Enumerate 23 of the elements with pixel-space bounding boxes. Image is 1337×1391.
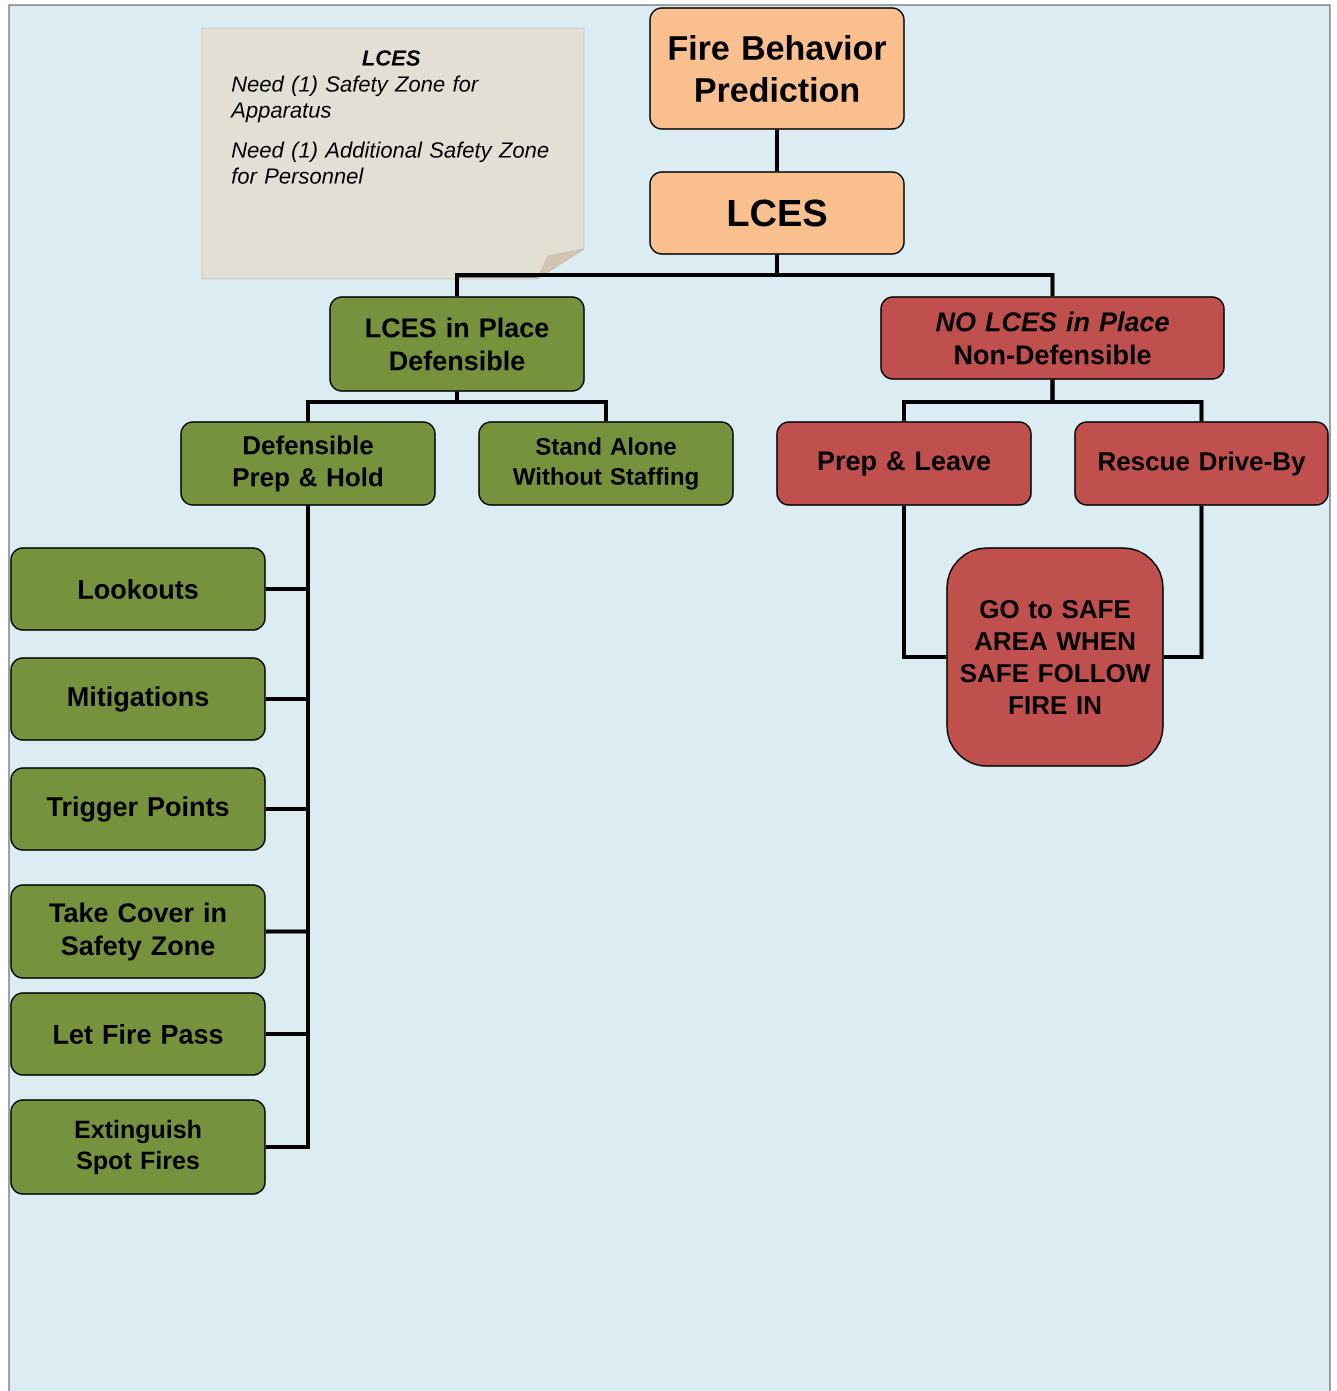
defensible-box: Mitigations <box>10 657 266 741</box>
defensible-box: Defensible Prep & Hold <box>180 421 436 506</box>
defensible-box: Stand Alone Without Staffing <box>478 421 734 506</box>
connector <box>775 129 779 172</box>
defensible-box: Extinguish Spot Fires <box>10 1099 266 1195</box>
header-box: Fire Behavior Prediction <box>649 7 905 130</box>
connector <box>1163 505 1204 659</box>
non-defensible-box: GO to SAFE AREA WHEN SAFE FOLLOW FIRE IN <box>946 547 1164 767</box>
connector <box>455 391 608 422</box>
defensible-box: Trigger Points <box>10 767 266 851</box>
connector <box>1050 379 1204 422</box>
connector <box>902 505 947 659</box>
defensible-box: Lookouts <box>10 547 266 631</box>
note-card: LCES Need (1) Safety Zone for Apparatus Need (1) Additional Safety Zone for Personnel <box>201 27 585 280</box>
connector <box>775 254 1055 297</box>
non-defensible-box: NO LCES in Place Non-Defensible <box>880 296 1225 380</box>
header-box: LCES <box>649 171 905 255</box>
defensible-box: LCES in Place Defensible <box>329 296 585 392</box>
defensible-box: Let Fire Pass <box>10 992 266 1076</box>
defensible-box: Take Cover in Safety Zone <box>10 884 266 979</box>
connector <box>265 505 310 1149</box>
non-defensible-box: Prep & Leave <box>776 421 1032 506</box>
non-defensible-box: Rescue Drive-By <box>1074 421 1329 506</box>
